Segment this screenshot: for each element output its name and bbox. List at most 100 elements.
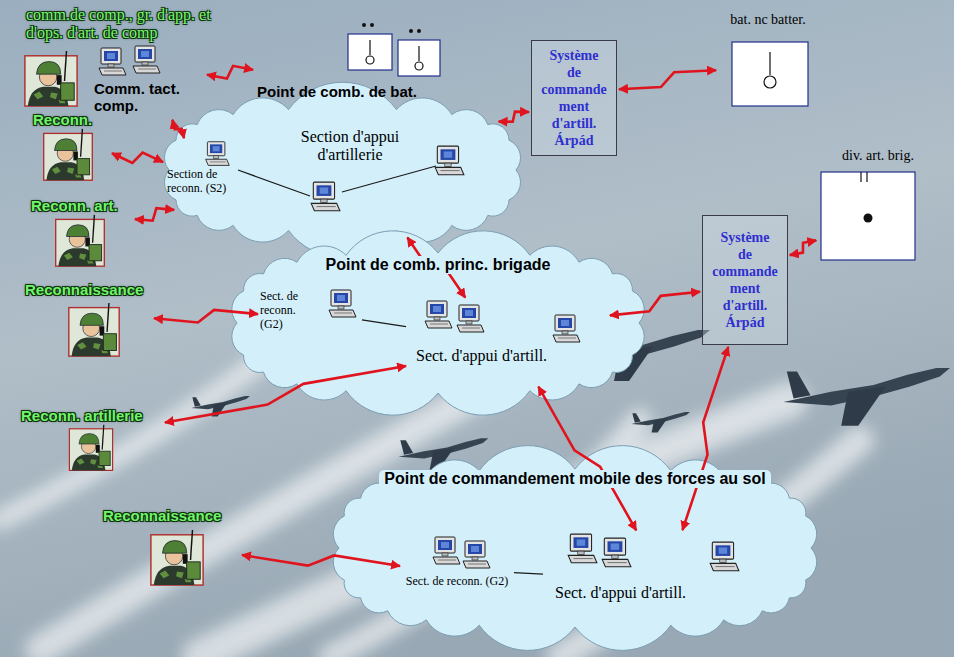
- fire-control-system-box: Système de commande ment d'artill. Árpád: [702, 215, 788, 345]
- recon-soldier: Reconnaissance: [100, 506, 240, 594]
- computer-icon: [550, 313, 582, 345]
- node-label: Système de commande ment d'artill. Árpád: [712, 229, 777, 331]
- echelon-dot: [409, 29, 413, 33]
- computer-icon: [460, 539, 492, 571]
- workstation-section: Sect. de reconn. (G2): [260, 286, 360, 338]
- computer-icon: [203, 140, 231, 168]
- cloud-outline: [232, 231, 644, 415]
- node-label: Reconnaissance: [100, 506, 240, 525]
- node-label: Reconn. artillerie: [18, 406, 163, 425]
- computer-icon: [433, 537, 460, 564]
- computer-icon: [432, 144, 466, 178]
- radio-link: [499, 112, 530, 122]
- fire-control-system-box: Système de commande ment d'artill. Árpád: [531, 40, 617, 156]
- unit-symbol-box: [732, 42, 808, 106]
- radio-link: [207, 66, 253, 79]
- staff-mark: [769, 52, 770, 75]
- node-label: Section d'appui d'artillerie: [270, 128, 430, 165]
- soldier-icon: [44, 129, 93, 180]
- node-label: comm.de comp., gr. d'app. et d'ops. d'ar…: [26, 6, 238, 42]
- radio-link: [619, 70, 716, 89]
- unit-symbol-box: [398, 40, 440, 76]
- echelon-dot: [417, 29, 421, 33]
- radio-link: [135, 208, 174, 220]
- recon-soldier: Reconn.: [30, 110, 110, 182]
- cloud-title: Section d'appui d'artillerie: [270, 128, 430, 165]
- node-label: Point de comb. de bat.: [257, 83, 448, 100]
- computer-icon: [568, 534, 597, 563]
- battery-symbol: [732, 42, 808, 106]
- computer-icon: [326, 288, 358, 320]
- computer-icon: [430, 535, 462, 567]
- computer-icon: [599, 536, 633, 570]
- echelon-dot: [370, 23, 374, 27]
- node-label: Point de comb. princ. brigade: [321, 256, 556, 274]
- cloud-outline: [333, 446, 816, 651]
- computer-icon: [99, 48, 126, 75]
- jet: [631, 412, 690, 432]
- staff-mark: [369, 40, 370, 55]
- cloud-title: Point de comb. princ. brigade: [228, 256, 648, 274]
- network-cloud: Point de comb. princ. brigadeSect. de re…: [228, 244, 648, 402]
- command-post-symbol: Point de comb. de bat.: [255, 16, 450, 102]
- computer-icon: [96, 46, 128, 78]
- unit-symbol-box: [821, 172, 915, 260]
- echelon-mark: [866, 172, 867, 182]
- computer-icon: [311, 182, 340, 211]
- node-label: Comm. tact. comp.: [94, 80, 203, 115]
- soldier-icon: [151, 530, 203, 585]
- soldier-icon: [56, 215, 105, 266]
- staff-mark: [366, 56, 374, 64]
- node-label: Sect. de reconn. (G2): [260, 290, 320, 331]
- node-label: Sect. d'appui d'artill.: [555, 584, 793, 602]
- radio-link: [112, 152, 163, 162]
- cloud-title: Point de commandement mobile des forces …: [330, 470, 820, 488]
- workstation-section: Section de reconn. (S2): [165, 140, 241, 198]
- computer-icon: [463, 541, 490, 568]
- lan-wire: [238, 170, 310, 196]
- jet: [191, 396, 250, 416]
- computer-icon: [133, 46, 160, 73]
- computer-icon: [707, 540, 741, 574]
- soldier-icon: [69, 425, 112, 471]
- computer-icon: [130, 44, 162, 76]
- workstation-section: Sect. de reconn. (G2): [402, 535, 512, 605]
- computer-icon: [435, 146, 464, 175]
- workstation-section: Sect. d'appui d'artill.: [545, 532, 795, 628]
- node-label: bat. nc batter.: [718, 12, 818, 29]
- staff-mark: [418, 46, 419, 61]
- workstation-section: Sect. d'appui d'artill.: [408, 299, 608, 385]
- network-cloud: Point de commandement mobile des forces …: [330, 460, 820, 636]
- node-label: Sect. de reconn. (G2): [404, 575, 510, 589]
- computer-icon: [206, 142, 230, 166]
- battery-post-symbols: [348, 23, 440, 76]
- unit-symbol: bat. nc batter.: [718, 12, 818, 108]
- staff-mark: [764, 76, 776, 88]
- soldiers: [25, 51, 203, 585]
- node-label: Sect. d'appui d'artill.: [416, 347, 606, 365]
- computer-icon: [422, 299, 454, 331]
- unit-symbol: div. art. brig.: [818, 148, 938, 264]
- network-cloud: Section d'appui d'artillerie Section de r…: [160, 100, 525, 240]
- staff-mark: [415, 62, 423, 70]
- computer-icon: [329, 290, 356, 317]
- node-label: Point de commandement mobile des forces …: [379, 470, 770, 488]
- computer-icon: [553, 315, 580, 342]
- echelon-dot: [362, 23, 366, 27]
- soldier-icon: [69, 303, 119, 356]
- node-label: Reconn. art.: [28, 196, 133, 215]
- workstation-section: Comm. tact. comp.: [92, 44, 205, 118]
- computer-icon: [308, 180, 342, 214]
- computer-icon: [457, 305, 484, 332]
- computer-icon: [565, 532, 599, 566]
- computer-icon: [454, 303, 486, 335]
- echelon-mark: [860, 172, 861, 182]
- jet: [783, 368, 950, 426]
- company-group: comm.de comp., gr. d'app. et d'ops. d'ar…: [22, 4, 242, 120]
- unit-dot: [864, 214, 873, 223]
- node-label: div. art. brig.: [818, 148, 938, 165]
- lan-wire: [342, 166, 436, 192]
